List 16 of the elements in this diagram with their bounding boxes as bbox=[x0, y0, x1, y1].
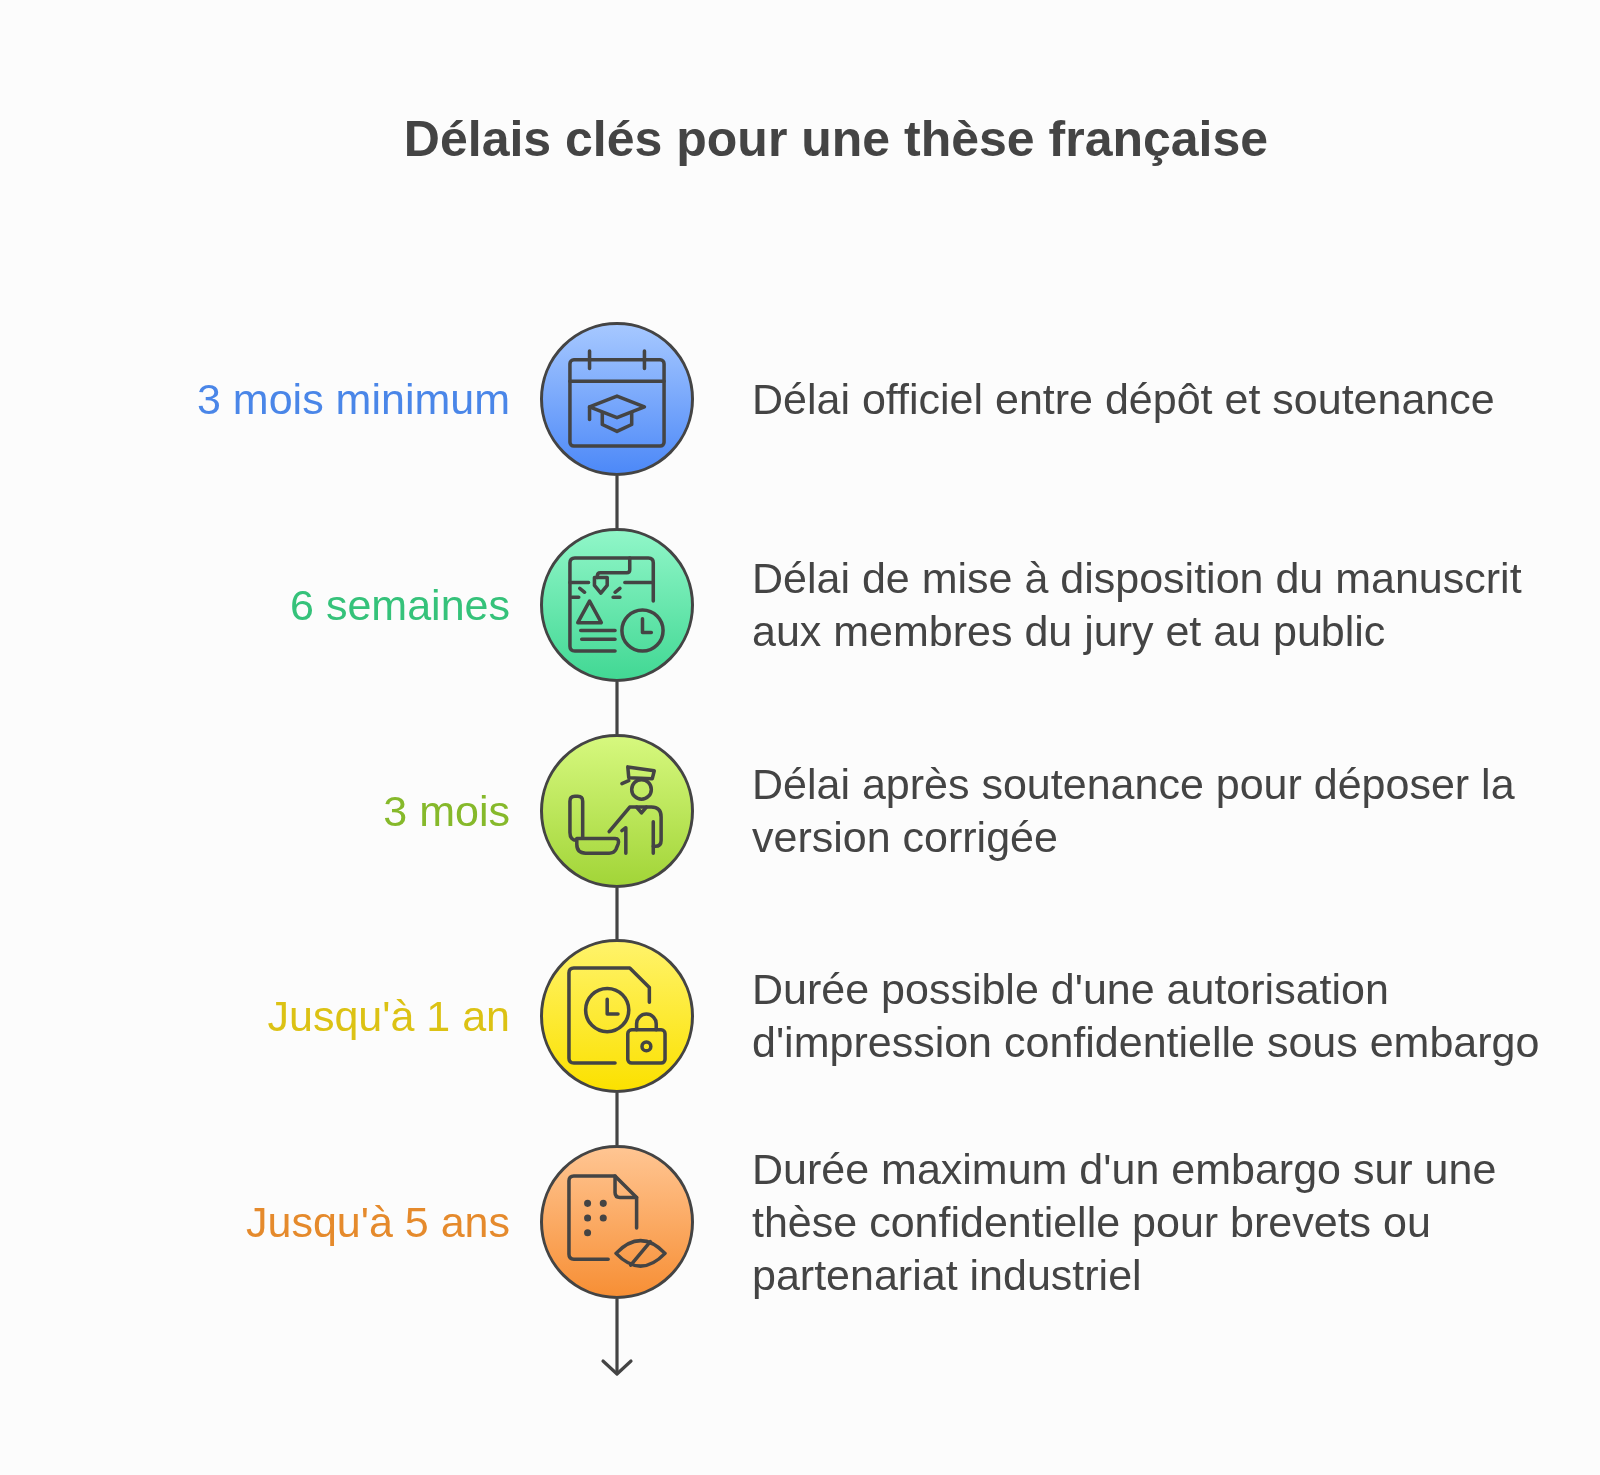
duration-label: 3 mois minimum bbox=[197, 373, 510, 425]
duration-label: Jusqu'à 1 an bbox=[267, 990, 510, 1042]
duration-label: 6 semaines bbox=[290, 579, 510, 631]
connector-line bbox=[615, 682, 619, 734]
connector-line bbox=[615, 1093, 619, 1145]
description-text: Délai de mise à disposition du manuscrit aux membres du jury et au public bbox=[752, 553, 1523, 657]
connector-line bbox=[615, 888, 619, 939]
description-text: Durée possible d'une autorisation d'impression confidentielle sous embargo bbox=[752, 964, 1541, 1068]
connector-line bbox=[615, 476, 619, 528]
arrow bbox=[601, 1299, 633, 1376]
description-text: Durée maximum d'un embargo sur une thèse confidentielle pour brevets ou partenariat industriel bbox=[752, 1143, 1498, 1301]
duration-label: Jusqu'à 5 ans bbox=[246, 1196, 510, 1248]
title: Délais clés pour une thèse française bbox=[403, 110, 1269, 168]
description-text: Délai officiel entre dépôt et soutenance bbox=[752, 373, 1496, 425]
duration-label: 3 mois bbox=[383, 785, 510, 837]
description-text: Délai après soutenance pour déposer la version corrigée bbox=[752, 759, 1516, 863]
